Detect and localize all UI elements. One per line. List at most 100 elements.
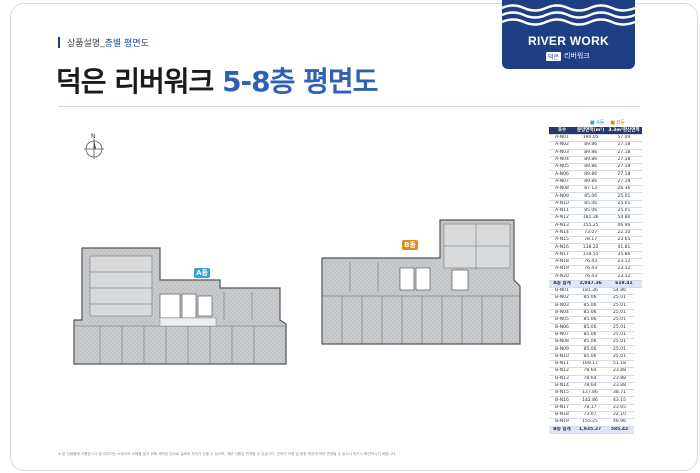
area-cell: 169.17 (575, 360, 605, 369)
page-title-highlight: 5-8층 평면도 (222, 65, 378, 98)
area-cell: 76.43 (575, 258, 607, 267)
breadcrumb: 상품설명_ 층별 평면도 (58, 36, 149, 49)
pyeong-cell: 27.18 (606, 178, 642, 187)
pyeong-cell: 27.18 (606, 163, 642, 172)
area-cell: 85.06 (575, 331, 605, 340)
area-cell: 76.43 (575, 265, 607, 274)
unit-cell: A-N12 (549, 214, 575, 223)
unit-cell: B-N04 (549, 309, 575, 318)
building-b (321, 219, 521, 345)
pyeong-cell: 51.18 (605, 360, 634, 369)
unit-cell: B-N03 (549, 302, 575, 310)
unit-cell: B-N01 (549, 288, 575, 296)
pyeong-cell: 23.12 (606, 273, 642, 281)
page-title-main: 덕은 리버워크 (56, 65, 214, 98)
unit-cell: A-N10 (549, 200, 575, 208)
total-cell: A동 합계 (549, 280, 575, 289)
area-cell: 89.86 (575, 163, 607, 172)
pyeong-cell: 25.01 (606, 207, 642, 216)
area-cell: 78.64 (575, 382, 605, 391)
unit-cell: A-N01 (549, 134, 575, 143)
unit-cell: A-N13 (549, 222, 575, 230)
unit-cell: A-N20 (549, 273, 575, 281)
logo-sub-text: 리버워크 (564, 52, 590, 60)
pyeong-cell: 54.86 (605, 288, 634, 296)
total-cell: 619.41 (606, 280, 642, 289)
area-cell: 89.86 (575, 156, 607, 165)
unit-cell: B-N19 (549, 418, 575, 427)
pyeong-cell: 23.88 (605, 382, 634, 391)
unit-cell: A-N16 (549, 243, 575, 252)
building-a (73, 247, 287, 365)
footnote: ※ 본 인쇄물에 사용된 CG 및 이미지는 소비자의 이해를 돕기 위해 제작… (58, 452, 397, 456)
compass-icon: N (84, 133, 104, 159)
unit-cell: B-N06 (549, 323, 575, 332)
area-cell: 138.22 (575, 243, 607, 252)
pyeong-cell: 27.18 (606, 156, 642, 165)
unit-cell: A-N17 (549, 251, 575, 260)
table-header-pyeong: 3.3m²환산면적 (606, 127, 642, 135)
pyeong-cell: 25.01 (606, 192, 642, 201)
area-cell: 85.06 (575, 345, 605, 354)
pyeong-cell: 46.96 (605, 418, 634, 427)
unit-cell: B-N02 (549, 294, 575, 303)
compass-label: N (91, 133, 96, 140)
area-cell: 85.06 (575, 207, 607, 216)
area-cell: 181.36 (575, 214, 607, 223)
area-cell: 78.64 (575, 367, 605, 376)
pyeong-cell: 46.96 (606, 222, 642, 230)
area-cell: 89.86 (575, 149, 607, 157)
area-cell: 76.43 (575, 273, 607, 281)
unit-cell: B-N11 (549, 360, 575, 369)
unit-cell: A-N11 (549, 207, 575, 216)
area-cell: 85.06 (575, 294, 605, 303)
pyeong-cell: 25.01 (605, 331, 634, 340)
pyeong-cell: 25.01 (605, 353, 634, 361)
pyeong-cell: 23.12 (606, 265, 642, 274)
pyeong-cell: 23.88 (605, 375, 634, 383)
total-cell: 585.42 (605, 426, 634, 434)
building-b-label: B동 (402, 240, 418, 250)
pyeong-cell: 54.86 (606, 214, 642, 223)
pyeong-cell: 25.01 (605, 345, 634, 354)
pyeong-cell: 23.65 (605, 404, 634, 413)
unit-cell: A-N08 (549, 185, 575, 194)
pyeong-cell: 23.88 (605, 367, 634, 376)
breadcrumb-section[interactable]: 상품설명 (67, 39, 101, 49)
unit-cell: A-N06 (549, 170, 575, 179)
unit-cell: B-N12 (549, 367, 575, 376)
pyeong-cell: 27.18 (606, 149, 642, 157)
table-header-unit: 호수 (549, 127, 575, 135)
area-cell: 142.86 (575, 396, 605, 405)
area-cell: 155.25 (575, 222, 607, 230)
area-cell: 89.86 (575, 170, 607, 179)
pyeong-cell: 25.01 (605, 302, 634, 310)
unit-cell: A-N18 (549, 258, 575, 267)
area-cell: 73.07 (575, 229, 607, 238)
legend-a-label: A동 (596, 120, 605, 126)
pyeong-cell: 25.01 (605, 323, 634, 332)
